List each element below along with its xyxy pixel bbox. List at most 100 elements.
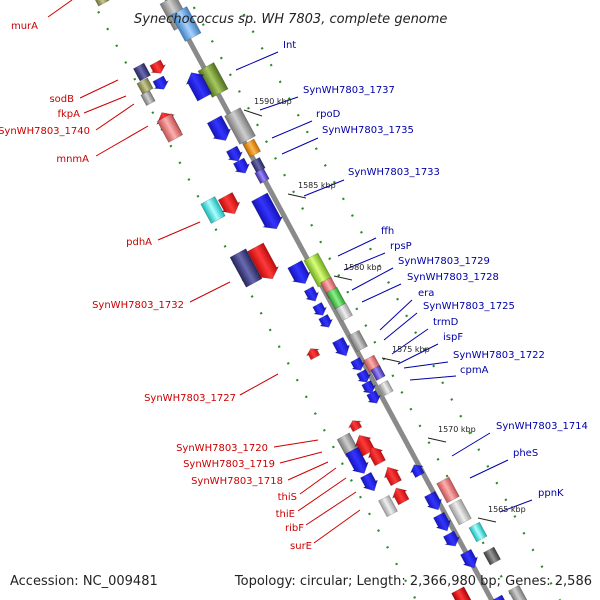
gene-1735-a xyxy=(232,157,250,174)
tick-track-far-right xyxy=(235,0,561,600)
gene-rpod-a xyxy=(225,145,243,162)
gene-1729-b xyxy=(303,286,320,302)
gene-1718-shape xyxy=(345,446,369,474)
gene-ppnk-cyan-shape xyxy=(468,521,488,543)
gene-1729-b-shape xyxy=(303,286,320,302)
gene-cpma-shape xyxy=(361,379,377,394)
gene-sure xyxy=(378,494,398,518)
label-trmd: trmD xyxy=(433,317,459,328)
gene-fkpa-b xyxy=(152,75,170,90)
label-synwh7803-1718: SynWH7803_1718 xyxy=(191,476,283,487)
label-synwh7803-1729-leader xyxy=(351,267,394,291)
map-title: Synechococcus sp. WH 7803, complete geno… xyxy=(134,12,447,27)
gene-1740-pink xyxy=(156,113,184,143)
gene-fkpa-a-shape xyxy=(136,77,154,95)
label-trmd-leader xyxy=(391,328,429,355)
gene-bottom-red xyxy=(451,586,473,600)
label-ffh: ffh xyxy=(381,226,394,237)
gene-ribf-shape xyxy=(392,487,410,506)
ruler-mark-1565-label: 1565 kbp xyxy=(488,505,526,514)
gene-1732-red-shape xyxy=(247,242,280,280)
gene-1719 xyxy=(354,434,376,457)
gene-1732 xyxy=(229,248,263,288)
gene-1727 xyxy=(305,348,321,361)
label-synwh7803-1733: SynWH7803_1733 xyxy=(348,167,440,178)
gene-fkpa-a xyxy=(136,77,154,95)
label-synwh7803-1735: SynWH7803_1735 xyxy=(322,125,414,136)
gene-1722 xyxy=(350,356,366,371)
ruler-mark-1580-label: 1580 kbp xyxy=(344,263,382,272)
label-ispf-leader xyxy=(397,343,439,365)
label-synwh7803-1722-leader xyxy=(403,361,449,369)
label-synwh7803-1728-leader xyxy=(361,283,402,303)
label-synwh7803-1725: SynWH7803_1725 xyxy=(423,301,515,312)
gene-1740-pink-shape xyxy=(156,113,184,143)
gene-1735-b xyxy=(250,156,266,174)
gene-sodb-a xyxy=(132,62,152,82)
label-ispf: ispF xyxy=(443,332,463,343)
ruler-mark-1570-tick xyxy=(427,437,447,443)
ruler-mark-1585-label: 1585 kbp xyxy=(298,181,336,190)
ruler-mark-1575-label: 1575 kbp xyxy=(392,345,430,354)
ruler-mark-1570-label: 1570 kbp xyxy=(438,425,476,434)
gene-1737-b-shape xyxy=(206,115,232,141)
gene-1714 xyxy=(409,464,425,479)
gene-sure-shape xyxy=(378,494,398,518)
label-synwh7803-1714-leader xyxy=(451,432,491,457)
label-ppnk-leader xyxy=(499,499,533,513)
accession-text: Accession: NC_009481 xyxy=(10,574,158,589)
gene-1735-c xyxy=(254,167,270,185)
gene-1737-b xyxy=(206,115,232,141)
label-thie-leader xyxy=(297,477,347,512)
gene-pdha-cyan xyxy=(200,196,226,224)
gene-ppnk-dark xyxy=(482,546,502,566)
label-sure-leader xyxy=(313,509,361,544)
gene-1728-b-shape xyxy=(312,301,328,316)
gene-1722-b-shape xyxy=(356,368,372,383)
gene-1727-shape xyxy=(305,348,321,361)
ruler-mark-1565-tick xyxy=(477,517,497,523)
gene-labels: murAsodBfkpASynWH7803_1740mnmApdhASynWH7… xyxy=(0,21,588,552)
label-synwh7803-1733-leader xyxy=(303,179,345,197)
label-rpsp: rpsP xyxy=(390,241,412,252)
gene-1735-b-shape xyxy=(250,156,266,174)
gene-1737 xyxy=(224,107,256,145)
label-synwh7803-1737-leader xyxy=(259,96,299,111)
gene-1719-b xyxy=(367,446,386,467)
label-synwh7803-1732: SynWH7803_1732 xyxy=(92,300,184,311)
gene-1732-shape xyxy=(229,248,263,288)
label-int: Int xyxy=(283,40,296,51)
label-pdha-leader xyxy=(157,221,201,241)
label-this: thiS xyxy=(278,492,297,503)
label-int-leader xyxy=(235,51,279,71)
ruler-mark-1585-tick xyxy=(287,193,307,199)
gene-pdha-cyan-shape xyxy=(200,196,226,224)
gene-ispf-b xyxy=(370,364,386,382)
label-sure: surE xyxy=(290,541,312,552)
gene-1733 xyxy=(251,192,284,230)
gene-phes xyxy=(424,490,443,511)
gene-bottom-b-shape xyxy=(490,594,508,600)
gene-trmd-shape xyxy=(332,336,351,357)
gene-top-sky xyxy=(170,6,202,42)
gene-1728-b xyxy=(312,301,328,316)
gene-features xyxy=(92,0,528,600)
label-synwh7803-1732-leader xyxy=(189,281,231,303)
label-synwh7803-1719-leader xyxy=(279,451,323,464)
gene-ffh-shape xyxy=(287,260,311,285)
gene-era-shape xyxy=(318,313,334,328)
gene-fkpa-c xyxy=(140,89,156,107)
gene-phes-gray-shape xyxy=(448,498,472,526)
gene-ppnk xyxy=(433,511,452,532)
gene-1725 xyxy=(348,329,368,353)
gene-1729-shape xyxy=(326,286,346,310)
gene-thie-shape xyxy=(383,466,402,487)
gene-sodb-b xyxy=(149,59,167,74)
gene-cpma-b-shape xyxy=(378,379,394,397)
label-synwh7803-1714: SynWH7803_1714 xyxy=(496,421,588,432)
gene-bottom-gray-shape xyxy=(508,584,528,600)
label-rpod-leader xyxy=(271,120,313,139)
gene-ispf-b-shape xyxy=(370,364,386,382)
